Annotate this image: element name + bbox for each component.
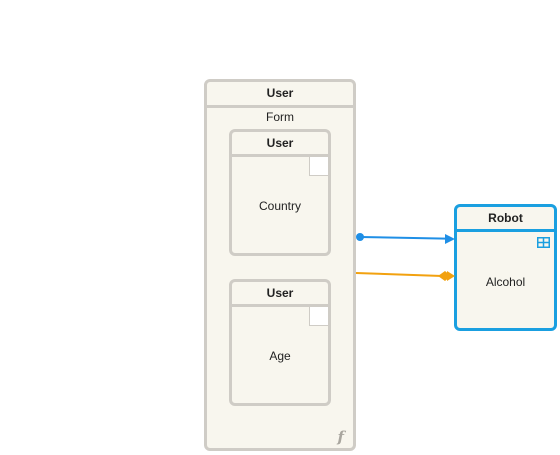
edge-arrowhead xyxy=(445,234,455,244)
user-form-node-subtitle: Form xyxy=(266,110,294,124)
function-icon: f xyxy=(337,428,344,446)
edge-blue[interactable] xyxy=(356,233,455,244)
user-age-node-label: Age xyxy=(269,349,291,363)
edge-line xyxy=(359,236,447,240)
edge-line xyxy=(355,272,443,277)
user-country-node-title: User xyxy=(232,132,328,157)
note-fold-icon xyxy=(309,307,328,326)
user-country-node-label: Country xyxy=(258,199,302,213)
user-age-node[interactable]: User Age xyxy=(229,279,331,406)
note-fold-icon xyxy=(309,157,328,176)
edge-arrowhead xyxy=(447,271,455,281)
user-form-node-title: User xyxy=(207,82,353,108)
user-age-node-title: User xyxy=(232,282,328,307)
user-country-node[interactable]: User Country xyxy=(229,129,331,256)
table-icon xyxy=(537,237,550,248)
edge-orange[interactable] xyxy=(355,271,455,281)
robot-node-title: Robot xyxy=(457,207,554,232)
robot-node-label: Alcohol xyxy=(485,275,526,289)
robot-node[interactable]: Robot Alcohol xyxy=(454,204,557,331)
